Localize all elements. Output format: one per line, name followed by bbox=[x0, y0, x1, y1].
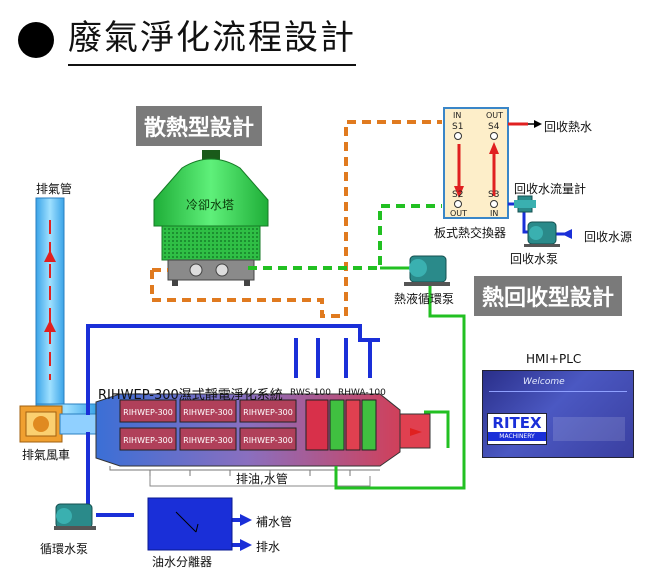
separator-label: 油水分離器 bbox=[152, 555, 213, 569]
page-title-block: 廢氣淨化流程設計 bbox=[18, 14, 438, 66]
drain-water-label: 排水 bbox=[256, 540, 281, 554]
module-label: RIHWEP-300 bbox=[183, 408, 233, 417]
recovery-source-label: 回收水源 bbox=[584, 230, 633, 244]
module-label: RIHWEP-300 bbox=[183, 436, 233, 445]
recovery-design-banner: 熱回收型設計 bbox=[474, 276, 623, 316]
hot-water-dashed-loop bbox=[150, 120, 442, 318]
circulation-pump bbox=[54, 503, 96, 530]
thermal-loop bbox=[334, 266, 466, 490]
hx-port-label: IN bbox=[490, 209, 498, 218]
hmi-screen: Welcome RITEX MACHINERY bbox=[482, 370, 634, 458]
makeup-pipe-label: 補水管 bbox=[256, 515, 293, 529]
hx-port-label: S4 bbox=[488, 122, 500, 132]
cool-water-dashed-loop bbox=[248, 204, 442, 270]
plate-heat-exchanger bbox=[443, 107, 509, 219]
hx-port-label: IN bbox=[453, 111, 461, 120]
rws-label: RWS-100 bbox=[290, 388, 331, 398]
rhwa-label: RHWA-100 bbox=[338, 388, 386, 398]
module-label: RIHWEP-300 bbox=[123, 408, 173, 417]
exhaust-pipe-label: 排氣管 bbox=[36, 182, 73, 196]
title-bullet-icon bbox=[18, 22, 54, 58]
hx-port-label: OUT bbox=[450, 209, 467, 218]
flow-meter bbox=[514, 195, 536, 213]
hot-water-out-label: 回收熱水 bbox=[544, 120, 593, 134]
plate-hx-label: 板式熱交換器 bbox=[434, 226, 507, 240]
hmi-welcome-text: Welcome bbox=[523, 377, 565, 387]
purification-unit bbox=[95, 393, 431, 476]
module-label: RIHWEP-300 bbox=[243, 408, 293, 417]
circulation-pump-label: 循環水泵 bbox=[40, 542, 89, 556]
module-label: RIHWEP-300 bbox=[243, 436, 293, 445]
module-label: RIHWEP-300 bbox=[123, 436, 173, 445]
recovery-pump-label: 回收水泵 bbox=[510, 252, 559, 266]
hot-water-out-line bbox=[508, 120, 542, 128]
cooling-tower-label: 冷卻水塔 bbox=[186, 198, 235, 212]
exhaust-fan bbox=[19, 405, 97, 443]
ritex-logo-sub: MACHINERY bbox=[488, 432, 546, 441]
ritex-logo-text: RITEX bbox=[492, 414, 542, 432]
hmi-divider bbox=[489, 391, 627, 392]
page-title: 廢氣淨化流程設計 bbox=[68, 14, 356, 66]
flow-meter-label: 回收水流量計 bbox=[514, 182, 587, 196]
drain-lines bbox=[149, 476, 371, 487]
hmi-plc-label: HMI+PLC bbox=[526, 352, 582, 366]
system-name-label: RIHWEP-300濕式靜電淨化系統 bbox=[98, 388, 283, 403]
hx-port-label: S3 bbox=[488, 190, 499, 200]
hx-port-label: S1 bbox=[452, 122, 463, 132]
hx-port-label: S2 bbox=[452, 190, 463, 200]
oil-water-separator bbox=[147, 497, 233, 551]
hmi-info-block bbox=[553, 417, 625, 441]
cooling-tower bbox=[153, 150, 269, 286]
drain-pipe-label: 排油,水管 bbox=[236, 472, 288, 486]
ritex-logo: RITEX MACHINERY bbox=[487, 413, 547, 445]
thermal-pump-label: 熱液循環泵 bbox=[394, 292, 455, 306]
exhaust-fan-label: 排氣風車 bbox=[22, 448, 71, 462]
recovery-pump bbox=[524, 221, 560, 247]
thermal-pump bbox=[404, 255, 450, 286]
hx-port-label: OUT bbox=[486, 111, 503, 120]
cooling-design-banner: 散熱型設計 bbox=[136, 106, 263, 146]
